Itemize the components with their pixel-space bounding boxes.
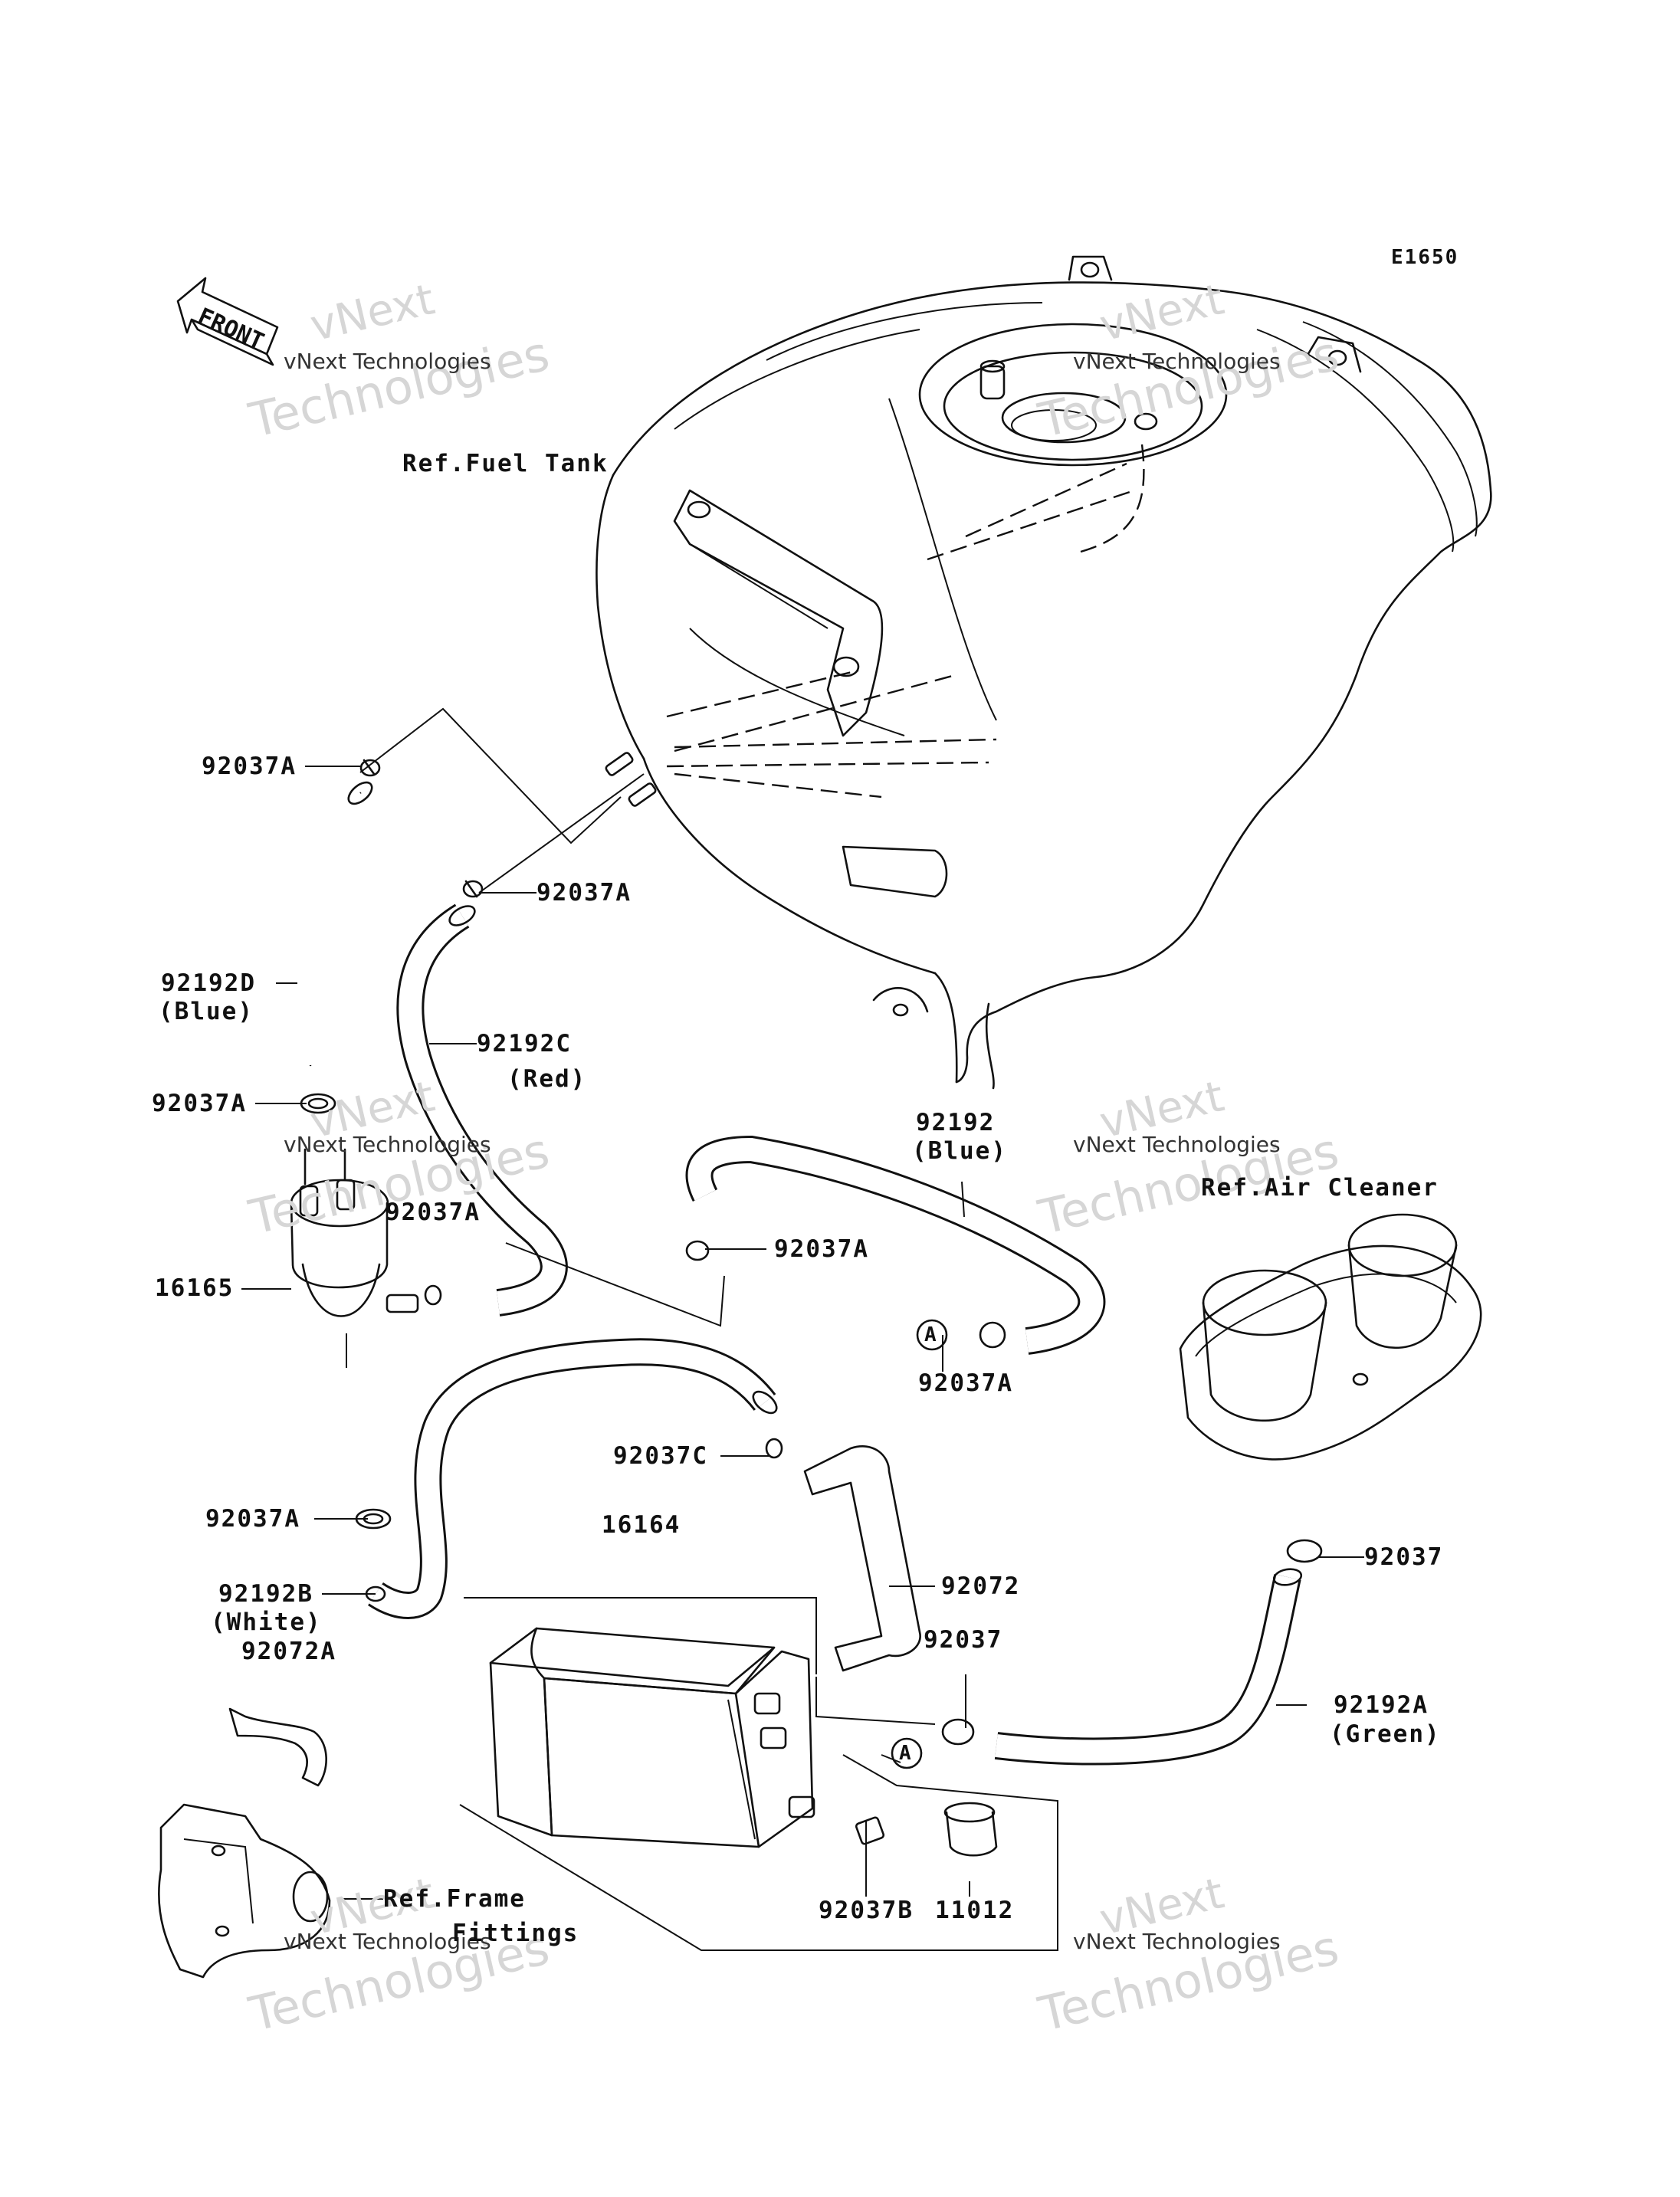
label-hose-92192-blue-color: (Blue) <box>912 1137 1007 1165</box>
fuel-filter-drawing <box>290 1148 419 1368</box>
label-clamp-c[interactable]: 92037C <box>613 1442 708 1470</box>
diagram-code: E1650 <box>1391 246 1459 269</box>
bracket-92072A-drawing <box>228 1707 327 1787</box>
label-ref-fuel-tank: Ref.Fuel Tank <box>402 450 609 477</box>
label-clamp-filter-side[interactable]: 92037A <box>386 1199 481 1226</box>
label-hose-92192D-color: (Blue) <box>159 998 254 1025</box>
label-hose-92192-blue[interactable]: 92192 <box>916 1109 996 1136</box>
cap-11012-drawing <box>943 1802 998 1857</box>
hose-92192C <box>396 903 568 1317</box>
watermark-company: vNext Technologies <box>284 1929 491 1954</box>
callout-a-lower: A <box>899 1742 911 1765</box>
canister-drawing <box>489 1627 815 1848</box>
routing-lines <box>241 707 1364 1951</box>
air-cleaner-drawing <box>1179 1213 1482 1461</box>
hose-92192B <box>368 1338 776 1619</box>
front-arrow-icon: FRONT <box>176 277 279 366</box>
callout-a-upper: A <box>924 1323 937 1346</box>
label-clamp-air[interactable]: 92037 <box>1364 1543 1444 1571</box>
fuel-tank-drawing <box>596 255 1492 1090</box>
label-bracket-92072[interactable]: 92072 <box>941 1572 1021 1600</box>
label-clamp-filter-bottom[interactable]: 92037A <box>205 1505 300 1533</box>
label-filter-16165[interactable]: 16165 <box>155 1274 235 1302</box>
watermark-company: vNext Technologies <box>1073 349 1281 374</box>
label-ref-frame: Ref.Frame <box>383 1885 526 1913</box>
hose-92192A <box>994 1574 1301 1766</box>
label-hose-92192B-color: (White) <box>211 1608 322 1636</box>
watermark-company: vNext Technologies <box>284 349 491 374</box>
label-hose-92192D[interactable]: 92192D <box>161 969 256 997</box>
clamp-icons <box>300 759 1323 1845</box>
hose-92192-blue <box>685 1135 1106 1355</box>
label-clamp-hose-blue[interactable]: 92037A <box>774 1235 869 1263</box>
callout-a-circles <box>891 1319 948 1769</box>
label-hose-92192C[interactable]: 92192C <box>477 1030 572 1058</box>
label-ref-frame-fittings: Fittings <box>452 1920 579 1947</box>
bracket-92072-drawing <box>803 1445 921 1672</box>
label-clamp-a-lower[interactable]: 92037A <box>918 1369 1013 1397</box>
front-badge: FRONT <box>194 303 268 356</box>
frame-fittings-drawing <box>158 1803 331 1979</box>
label-hose-92192C-color: (Red) <box>507 1065 587 1093</box>
watermark-company: vNext Technologies <box>1073 1132 1281 1157</box>
label-clamp-b[interactable]: 92037B <box>819 1897 914 1924</box>
label-cap-11012[interactable]: 11012 <box>935 1897 1015 1924</box>
label-hose-92192B[interactable]: 92192B <box>218 1580 313 1608</box>
watermark-company: vNext Technologies <box>284 1132 491 1157</box>
hose-92192D <box>264 784 369 1067</box>
label-hose-92192A-color: (Green) <box>1330 1720 1441 1748</box>
label-clamp-mid[interactable]: 92037A <box>536 879 632 907</box>
label-clamp-canister[interactable]: 92037 <box>924 1626 1003 1654</box>
label-bracket-92072A[interactable]: 92072A <box>241 1638 336 1665</box>
label-ref-air-cleaner: Ref.Air Cleaner <box>1201 1174 1439 1202</box>
watermark-company: vNext Technologies <box>1073 1929 1281 1954</box>
label-canister-16164[interactable]: 16164 <box>602 1511 681 1539</box>
label-hose-92192A[interactable]: 92192A <box>1334 1691 1429 1719</box>
label-clamp-filter-top[interactable]: 92037A <box>152 1090 247 1117</box>
label-clamp-top[interactable]: 92037A <box>202 753 297 780</box>
